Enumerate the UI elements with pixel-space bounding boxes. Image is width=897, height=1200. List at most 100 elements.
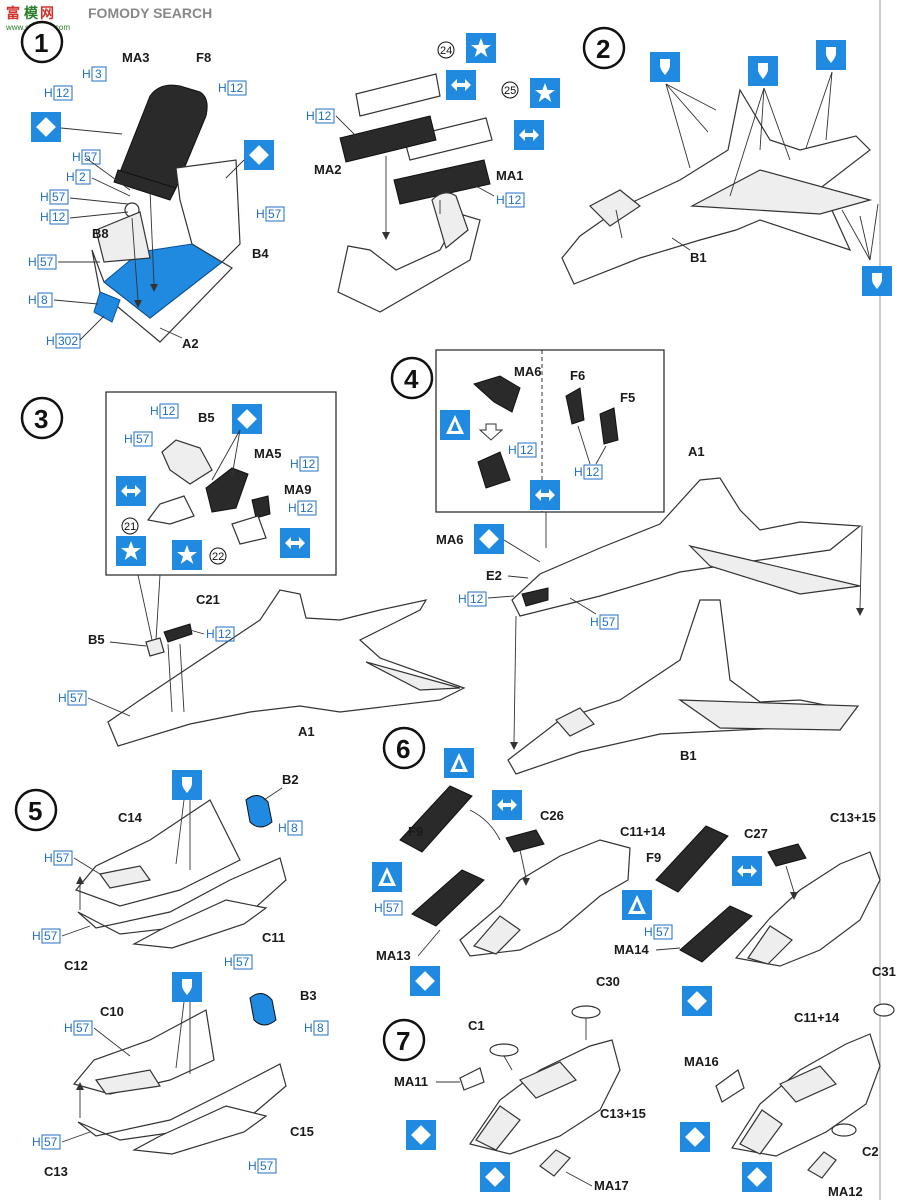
seat-base (113, 169, 177, 201)
svg-text:C13: C13 (44, 1164, 68, 1179)
part-c15 (132, 1105, 268, 1155)
svg-text:MA11: MA11 (394, 1074, 428, 1089)
step-number: 1 (34, 28, 48, 58)
svg-text:57: 57 (602, 615, 616, 629)
svg-text:22: 22 (212, 551, 224, 563)
svg-text:F5: F5 (620, 390, 635, 405)
tub-side-blue (93, 291, 121, 323)
svg-text:H: H (304, 1021, 313, 1035)
svg-text:H: H (290, 457, 299, 471)
svg-text:3: 3 (34, 404, 48, 434)
svg-text:H: H (28, 255, 37, 269)
svg-text:B2: B2 (282, 772, 299, 787)
svg-text:12: 12 (300, 501, 314, 515)
ejection-seat-f8 (119, 84, 208, 189)
wing-a1 (365, 661, 461, 691)
svg-text:H: H (44, 851, 53, 865)
star-decal-icon (530, 78, 560, 108)
svg-text:3: 3 (95, 67, 102, 81)
double-arrow-icon (280, 528, 310, 558)
fuselage-b1-assembly (507, 599, 852, 775)
svg-text:H: H (58, 691, 67, 705)
svg-text:H: H (306, 109, 315, 123)
star-decal-icon (172, 540, 202, 570)
svg-text:MA1: MA1 (496, 168, 523, 183)
svg-text:57: 57 (386, 901, 400, 915)
svg-text:12: 12 (230, 81, 244, 95)
part-c21 (163, 623, 193, 643)
wing-b1 (689, 169, 873, 215)
svg-text:C11+14: C11+14 (794, 1010, 840, 1025)
svg-text:B5: B5 (198, 410, 215, 425)
panel-ma13 (411, 869, 485, 927)
svg-text:MA17: MA17 (594, 1178, 629, 1193)
svg-text:C10: C10 (100, 1004, 124, 1019)
label-f8: F8 (196, 50, 211, 65)
drill-hole-icon (748, 56, 778, 86)
svg-text:MA6: MA6 (514, 364, 541, 379)
part-c31 (873, 1003, 895, 1017)
part-c30 (571, 1005, 601, 1019)
part-c1 (489, 1043, 519, 1057)
svg-text:B1: B1 (690, 250, 707, 265)
cockpit-unit (589, 189, 642, 227)
svg-text:H: H (72, 150, 81, 164)
installed-ma6 (521, 587, 549, 607)
svg-text:57: 57 (44, 929, 58, 943)
svg-text:12: 12 (586, 465, 600, 479)
svg-text:H: H (288, 501, 297, 515)
marking-diamond-icon (406, 1120, 436, 1150)
svg-text:F6: F6 (570, 368, 585, 383)
svg-text:7: 7 (396, 1026, 410, 1056)
star-decal-icon (466, 33, 496, 63)
svg-text:A1: A1 (298, 724, 315, 739)
svg-text:57: 57 (52, 190, 66, 204)
svg-text:H: H (374, 901, 383, 915)
svg-text:H: H (508, 443, 517, 457)
step-7: 7 C30 C1 MA11 C13+15 MA17 C31 C11+14 MA1… (382, 964, 896, 1199)
marking-diamond-icon (410, 966, 440, 996)
triangle-marking-icon (444, 748, 474, 778)
svg-text:57: 57 (84, 150, 98, 164)
marking-diamond-icon (682, 986, 712, 1016)
svg-text:B5: B5 (88, 632, 105, 647)
svg-text:MA2: MA2 (314, 162, 341, 177)
svg-text:MA14: MA14 (614, 942, 649, 957)
svg-text:8: 8 (317, 1021, 324, 1035)
marking-diamond-icon (244, 140, 274, 170)
svg-text:C31: C31 (872, 964, 896, 979)
fuselage-a1 (107, 589, 466, 747)
svg-text:12: 12 (508, 193, 522, 207)
svg-text:12: 12 (520, 443, 534, 457)
part-b5-installed (145, 637, 165, 657)
svg-text:H: H (590, 615, 599, 629)
triangle-marking-icon (440, 410, 470, 440)
svg-text:C11+14: C11+14 (620, 824, 666, 839)
svg-text:F9: F9 (408, 824, 423, 839)
part-ma6-folded (477, 451, 511, 489)
svg-text:8: 8 (41, 293, 48, 307)
svg-text:H: H (248, 1159, 257, 1173)
svg-text:C1: C1 (468, 1018, 485, 1033)
decal-21 (146, 495, 195, 525)
svg-text:57: 57 (70, 691, 84, 705)
svg-text:H: H (458, 592, 467, 606)
cockpit-b1 (555, 707, 595, 737)
svg-text:C21: C21 (196, 592, 220, 607)
bulkhead-b4 (175, 159, 241, 263)
svg-text:12: 12 (218, 627, 232, 641)
svg-text:MA12: MA12 (828, 1184, 863, 1199)
svg-text:F9: F9 (646, 850, 661, 865)
svg-text:H: H (32, 929, 41, 943)
cockpit-tub-assembled (337, 213, 481, 313)
marking-diamond-icon (480, 1162, 510, 1192)
marking-diamond-icon (474, 524, 504, 554)
svg-text:H: H (46, 334, 55, 348)
svg-text:57: 57 (656, 925, 670, 939)
svg-text:H: H (206, 627, 215, 641)
svg-text:MA6: MA6 (436, 532, 463, 547)
svg-text:12: 12 (470, 592, 484, 606)
svg-text:H: H (496, 193, 505, 207)
